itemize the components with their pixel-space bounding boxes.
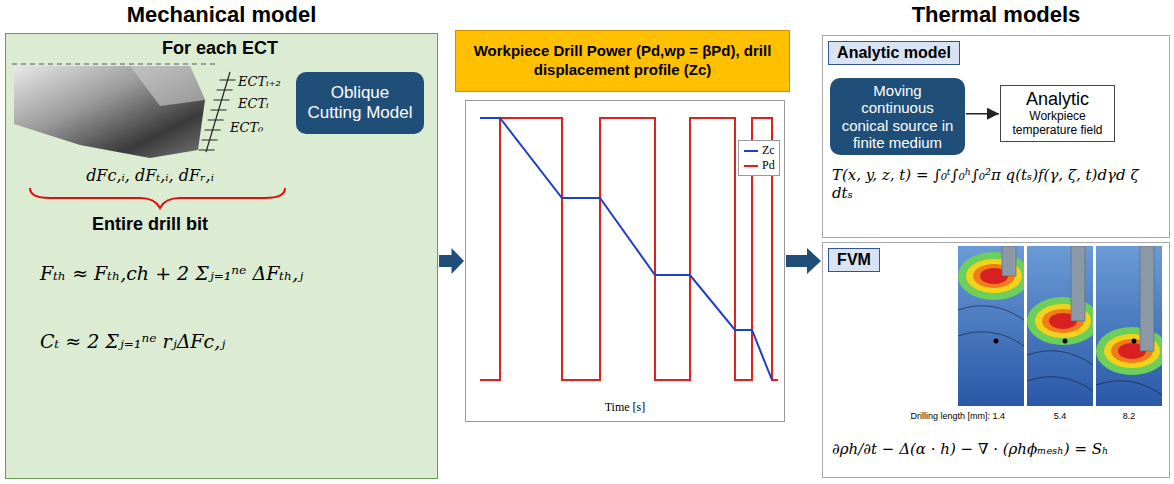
drill-face [130,66,205,106]
box-label: Oblique Cutting Model [302,83,418,122]
displacement-curve [480,118,772,380]
legend-swatch [743,161,759,171]
box-label: Analytic [1026,90,1089,110]
element-label: ECTᵢ [238,96,294,111]
contour-line [958,306,1024,346]
box-label: Moving continuous conical source in fini… [836,82,959,151]
box-label: Workpiece temperature field [1007,110,1108,138]
panel-text: ∂ρh/∂t − Δ(α · h) − ∇ · (ρhϕₘₑₛₕ) = Sₕ [832,440,1162,458]
block-arrow [786,248,821,274]
fvm-snapshot [1096,246,1162,406]
section-tab: Analytic model [828,41,960,65]
legend-line [744,165,758,167]
section-tab: FVM [828,248,880,272]
ect-hatch [199,72,236,152]
temperature-ground [958,246,1024,406]
dashed-axis [12,63,215,64]
result-box: AnalyticWorkpiece temperature field [1000,85,1115,142]
probe-dot [1132,339,1137,344]
probe-dot [994,339,999,344]
panel-heading: Thermal models [822,2,1170,28]
drilling-length-label: 5.4 [1045,411,1075,421]
drill-bar [1071,246,1085,321]
contour-line [1027,351,1093,391]
section-box: Analytic modelT(x, y, z, t) = ∫₀ᵗ∫₀ʰ∫₀²π… [822,35,1170,238]
section-box: FVM ∂ρh/∂t − Δ(α · h) − ∇ · (ρhϕₘₑₛₕ) = S… [822,242,1170,478]
process-box: Oblique Cutting Model [296,72,424,134]
element-label: ECTᵢ₊₂ [238,74,294,89]
drilling-length-label: 8.2 [1114,411,1144,421]
flow-arrow [966,113,999,115]
drill-bar [1002,246,1016,276]
chart-ground [465,100,785,422]
temperature-ground [1027,246,1093,406]
legend-row: Zc [743,143,775,158]
legend-row: Pd [743,158,775,173]
drill-tip [14,66,205,158]
output-box: Workpiece Drill Power (Pd,wp = βPd), dri… [455,30,790,92]
panel-text: Entire drill bit [50,214,250,235]
contour-line [1096,381,1162,406]
chart-box: Time [s] [465,100,785,422]
brace [30,188,285,208]
panel-text: Cₜ ≈ 2 Σⱼ₌₁ⁿᵉ rⱼΔFc,ⱼ [40,330,430,352]
legend-text: Zc [762,143,775,158]
fvm-snapshot [958,246,1024,406]
fvm-snapshot [1027,246,1093,406]
legend-swatch [743,146,759,156]
panel-fill [5,33,438,479]
legend-box: ZcPd [738,140,780,176]
legend-line [744,150,758,152]
drilling-length-label: Drilling length [mm]: 1.4 [870,411,1005,421]
panel-text: Time [s] [585,400,665,415]
box-label: Workpiece Drill Power (Pd,wp = βPd), dri… [462,42,783,80]
panel-text: dFc,ᵢ, dFₜ,ᵢ, dFᵣ,ᵢ [20,166,280,185]
panel-heading: Mechanical model [5,2,438,28]
legend-text: Pd [762,158,775,173]
panel-text: For each ECT [110,38,330,59]
mechanical-panel: Mechanical modelFor each ECTdFc,ᵢ, dFₜ,ᵢ… [5,33,438,479]
block-arrow [439,248,464,274]
drill-bar [1140,246,1154,351]
process-box: Moving continuous conical source in fini… [830,78,965,155]
fvm-snapshots [958,246,1168,421]
power-curve [480,118,778,380]
panel-text: T(x, y, z, t) = ∫₀ᵗ∫₀ʰ∫₀²π q(tₛ)f(γ, ζ, … [832,166,1162,202]
panel-text: Fₜₕ ≈ Fₜₕ,ch + 2 Σⱼ₌₁ⁿᵉ ΔFₜₕ,ⱼ [40,262,430,284]
element-label: ECT₀ [230,120,286,135]
probe-dot [1063,339,1068,344]
